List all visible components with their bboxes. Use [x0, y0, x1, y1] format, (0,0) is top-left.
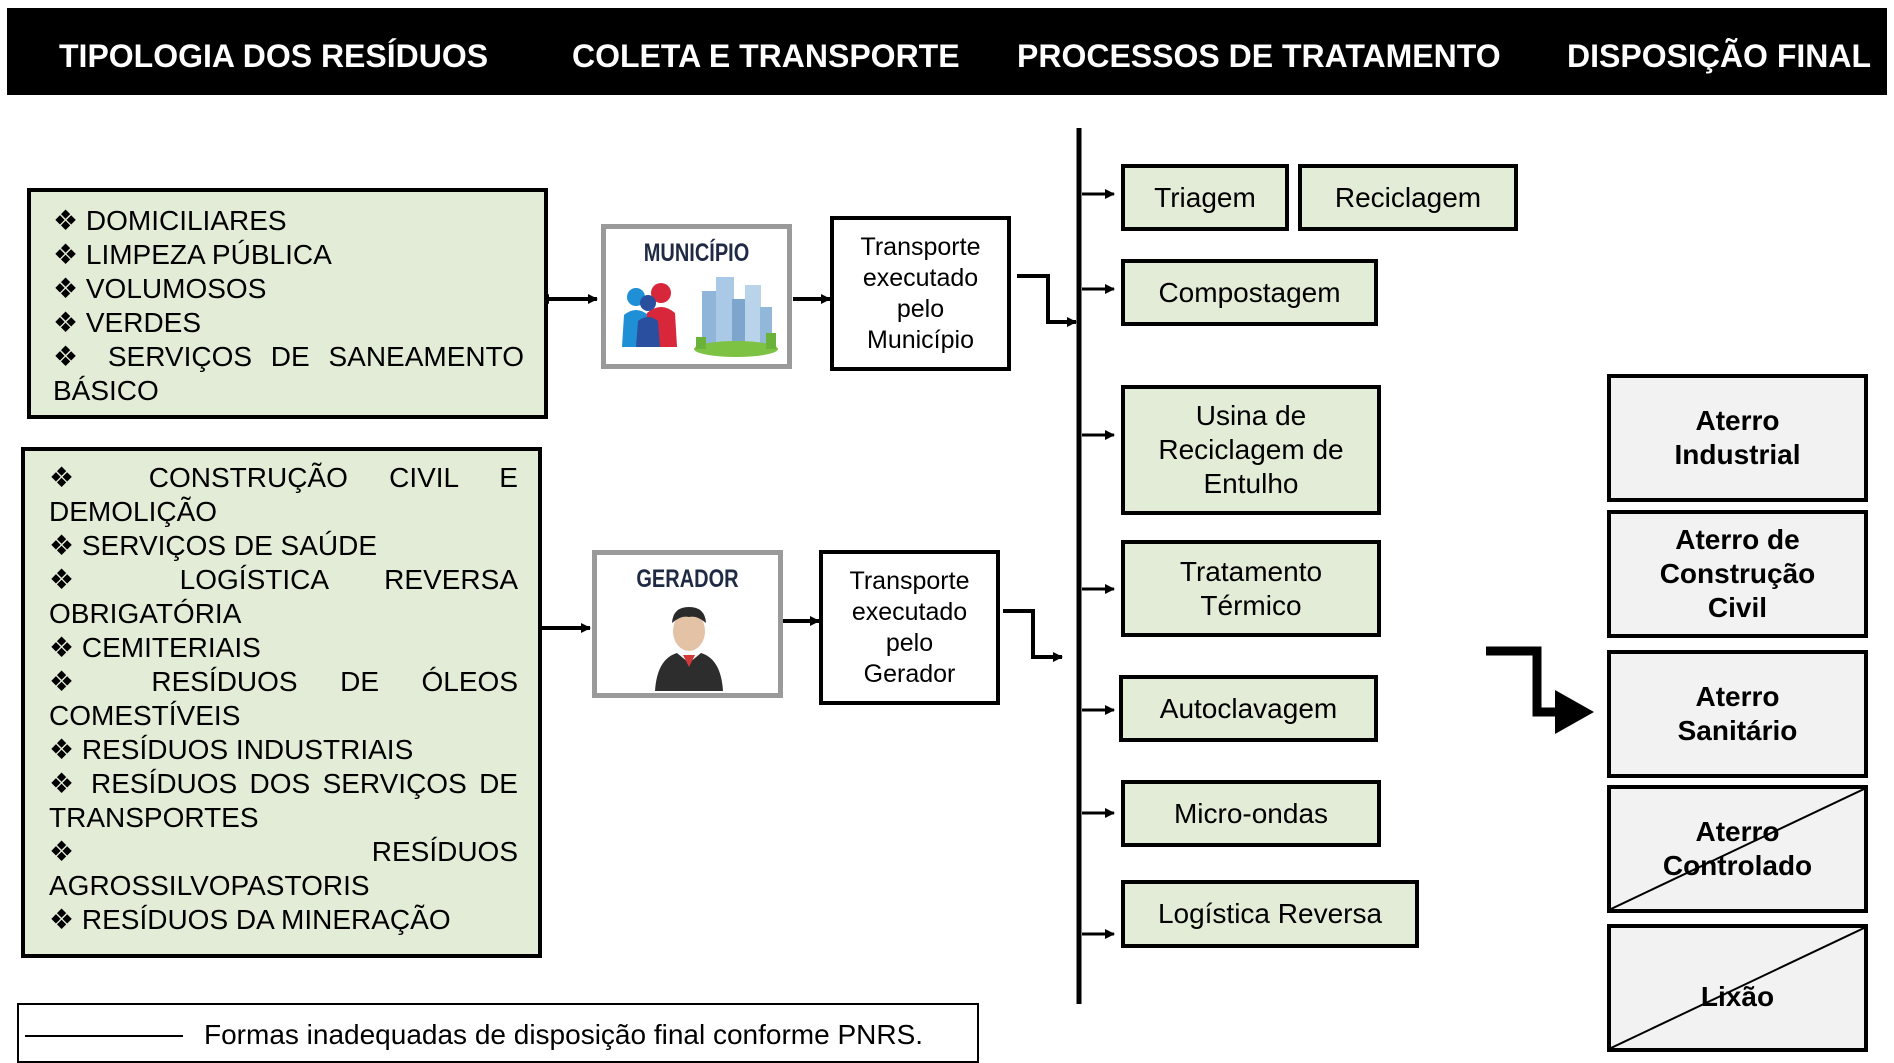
residue-item: ❖ SERVIÇOS DE SAÚDE — [49, 530, 378, 561]
transport-line: Gerador — [863, 659, 956, 688]
final-lixao: Lixão — [1607, 924, 1868, 1052]
legend-text: Formas inadequadas de disposição final c… — [204, 1019, 924, 1050]
header-coleta: COLETA E TRANSPORTE — [572, 38, 960, 74]
final-aterro-industrial: Aterro Industrial — [1607, 374, 1868, 502]
process-label: Triagem — [1154, 181, 1256, 213]
residue-item: ❖ RESÍDUOS AGROSSILVOPASTORIS — [49, 836, 518, 901]
final-aterro-controlado: Aterro Controlado — [1607, 785, 1868, 913]
process-reciclagem: Reciclagem — [1298, 164, 1518, 231]
header-processos: PROCESSOS DE TRATAMENTO — [1017, 38, 1501, 74]
process-label: Reciclagem — [1334, 181, 1482, 213]
residue-item: ❖ SERVIÇOS DE SANEAMENTO BÁSICO — [53, 341, 524, 406]
strike-diagonal — [1611, 789, 1864, 909]
elbow-arrow-1 — [1017, 274, 1077, 327]
final-label: Aterro de — [1675, 524, 1800, 555]
process-triagem: Triagem — [1121, 164, 1289, 231]
process-label: Reciclagem de — [1158, 434, 1344, 465]
process-tratamento-termico: Tratamento Térmico — [1121, 540, 1381, 637]
residue-item: ❖ RESÍDUOS INDUSTRIAIS — [49, 734, 414, 765]
residue-item: ❖ LOGÍSTICA REVERSA OBRIGATÓRIA — [49, 564, 518, 629]
residue-item: ❖ DOMICILIARES — [53, 205, 287, 236]
process-label: Térmico — [1200, 589, 1302, 621]
person-icon — [655, 607, 723, 691]
transport-line: Transporte — [860, 232, 981, 261]
process-compostagem: Compostagem — [1121, 259, 1378, 326]
municipio-image-box: MUNICÍPIO — [601, 224, 792, 369]
transport-line: executado — [851, 597, 968, 626]
gerador-image-box: GERADOR — [592, 550, 783, 698]
final-aterro-sanitario: Aterro Sanitário — [1607, 650, 1868, 778]
process-label: Logística Reversa — [1157, 898, 1383, 929]
legend: Formas inadequadas de disposição final c… — [17, 1003, 979, 1063]
process-label: Autoclavagem — [1159, 692, 1338, 724]
residue-item: ❖ RESÍDUOS DOS SERVIÇOS DE TRANSPORTES — [49, 768, 518, 833]
transport-municipio-box: Transporte executado pelo Município — [830, 216, 1011, 371]
residue-item: ❖ CONSTRUÇÃO CIVIL E DEMOLIÇÃO — [49, 462, 518, 527]
people-city-icon — [622, 277, 778, 357]
process-autoclavagem: Autoclavagem — [1119, 675, 1378, 742]
final-label: Aterro — [1695, 816, 1780, 847]
final-aterro-construcao-civil: Aterro de Construção Civil — [1607, 510, 1868, 638]
process-usina-entulho: Usina de Reciclagem de Entulho — [1121, 385, 1381, 515]
final-label: Sanitário — [1677, 715, 1798, 746]
final-label: Controlado — [1662, 850, 1813, 881]
transport-gerador-box: Transporte executado pelo Gerador — [819, 550, 1000, 705]
residue-item: ❖ VERDES — [53, 307, 202, 338]
elbow-arrow-2 — [1003, 609, 1063, 662]
process-logistica-reversa: Logística Reversa — [1121, 880, 1419, 948]
residue-item: ❖ LIMPEZA PÚBLICA — [53, 239, 332, 270]
transport-line: pelo — [896, 294, 945, 323]
process-label: Usina de — [1195, 400, 1307, 431]
transport-line: Transporte — [849, 566, 970, 595]
final-label: Industrial — [1674, 439, 1801, 470]
residue-group-2: ❖ CONSTRUÇÃO CIVIL E DEMOLIÇÃO ❖ SERVIÇO… — [21, 447, 542, 958]
process-label: Entulho — [1203, 468, 1299, 499]
residue-item: ❖ VOLUMOSOS — [53, 273, 267, 304]
elbow-arrow-final — [1486, 646, 1557, 717]
transport-line: pelo — [885, 628, 934, 657]
process-label: Tratamento — [1179, 555, 1323, 587]
process-label: Compostagem — [1158, 276, 1341, 308]
strike-diagonal — [1611, 928, 1864, 1048]
legend-line-sample — [25, 1035, 183, 1037]
residue-item: ❖ RESÍDUOS DE ÓLEOS COMESTÍVEIS — [49, 666, 518, 731]
transport-line: executado — [862, 263, 979, 292]
municipio-title: MUNICÍPIO — [643, 239, 750, 267]
process-label: Micro-ondas — [1173, 797, 1329, 829]
final-arrowhead — [1555, 690, 1594, 734]
gerador-title: GERADOR — [636, 565, 739, 593]
final-label: Aterro — [1695, 405, 1780, 436]
header-disposicao: DISPOSIÇÃO FINAL — [1567, 38, 1872, 74]
final-label: Civil — [1707, 592, 1768, 623]
final-label: Lixão — [1700, 981, 1775, 1012]
header-tipologia: TIPOLOGIA DOS RESÍDUOS — [59, 38, 489, 74]
header-bar: TIPOLOGIA DOS RESÍDUOS COLETA E TRANSPOR… — [7, 8, 1887, 95]
final-label: Construção — [1659, 558, 1816, 589]
residue-group-1: ❖ DOMICILIARES ❖ LIMPEZA PÚBLICA ❖ VOLUM… — [27, 188, 548, 419]
process-microondas: Micro-ondas — [1121, 780, 1381, 847]
residue-item: ❖ RESÍDUOS DA MINERAÇÃO — [49, 904, 451, 935]
transport-line: Município — [867, 325, 974, 354]
residue-item: ❖ CEMITERIAIS — [49, 632, 261, 663]
final-label: Aterro — [1695, 681, 1780, 712]
